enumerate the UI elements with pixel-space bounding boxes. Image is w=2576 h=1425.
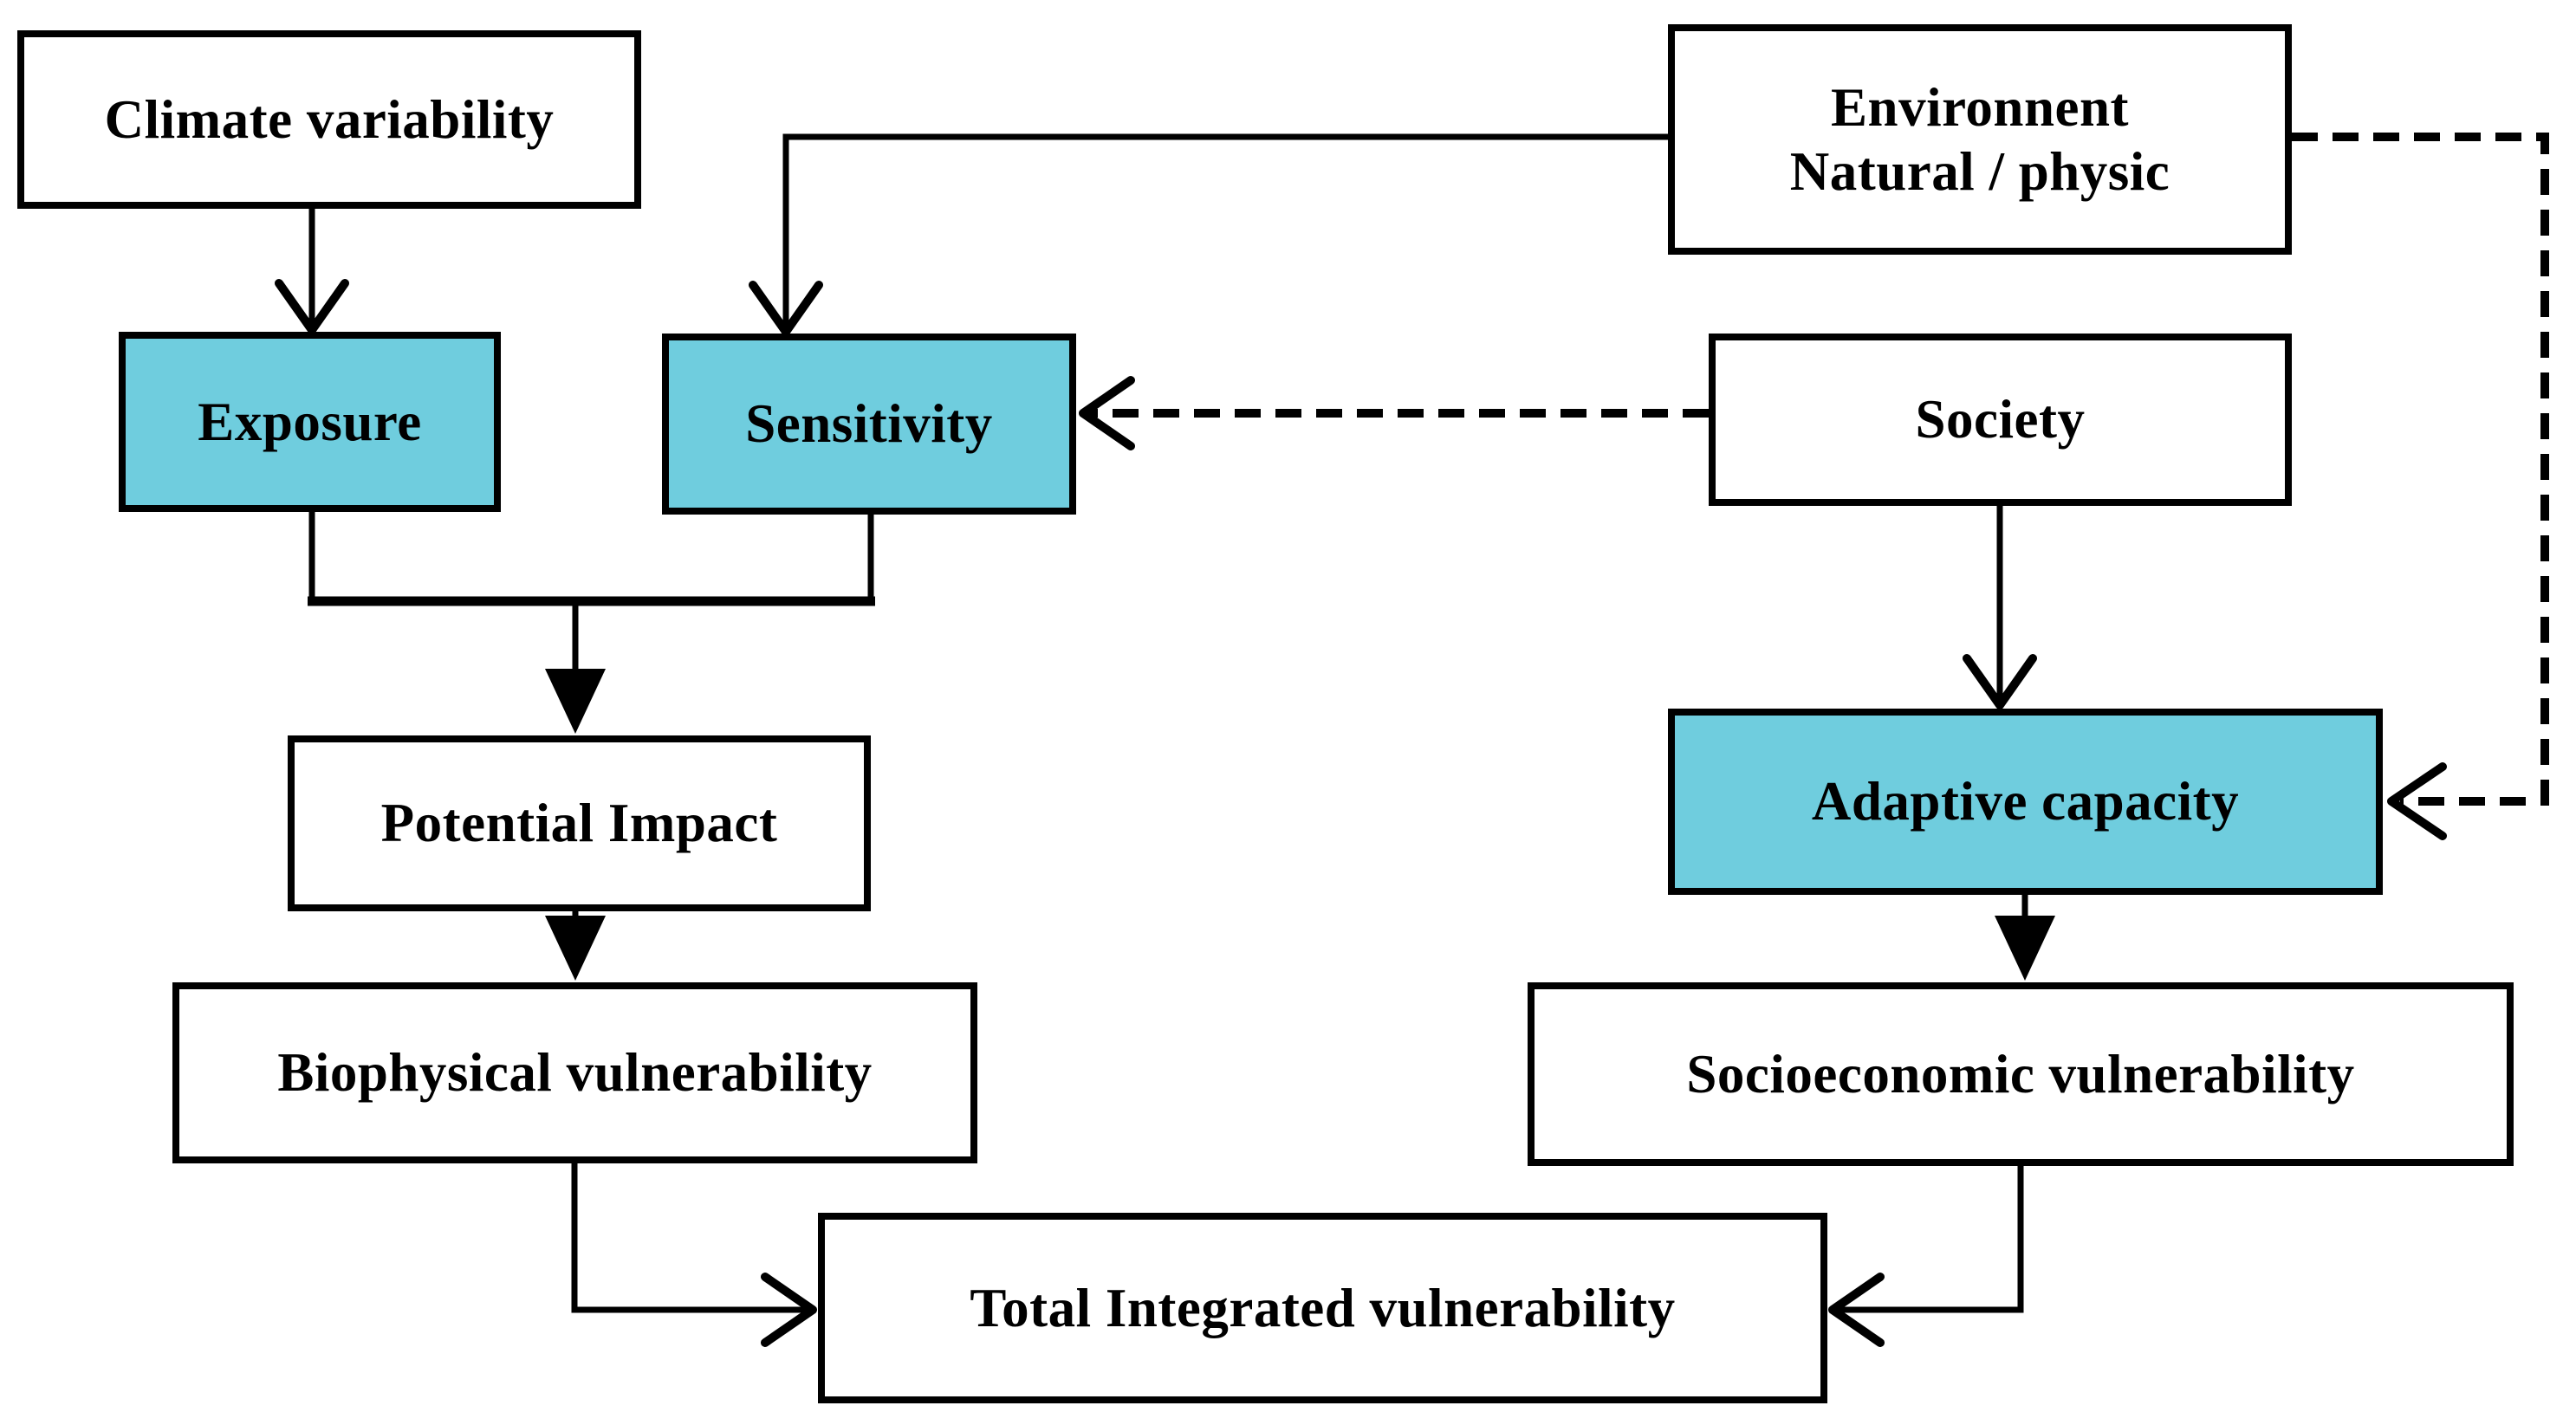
edge-biophysical-to-total: [571, 1163, 817, 1347]
node-sensitivity: Sensitivity: [662, 334, 1076, 515]
node-biophysical-vulnerability: Biophysical vulnerability: [172, 982, 977, 1163]
node-climate-variability: Climate variability: [17, 30, 641, 209]
node-total-integrated-vulnerability-label: Total Integrated vulnerability: [970, 1277, 1676, 1338]
node-socioeconomic-vulnerability-label: Socioeconomic vulnerability: [1686, 1043, 2355, 1104]
edge-society-to-sensitivity: [1079, 376, 1709, 450]
node-total-integrated-vulnerability: Total Integrated vulnerability: [818, 1213, 1827, 1403]
node-biophysical-vulnerability-label: Biophysical vulnerability: [277, 1042, 873, 1104]
node-society: Society: [1709, 334, 2292, 506]
node-potential-impact: Potential Impact: [288, 735, 871, 911]
arrowhead-down-filled-icon: [545, 916, 606, 981]
node-adaptive-capacity-label: Adaptive capacity: [1811, 771, 2240, 832]
arrowhead-left-open-icon: [1079, 376, 1135, 450]
arrowhead-left-open-icon: [2387, 762, 2447, 840]
arrowhead-right-open-icon: [761, 1273, 817, 1347]
node-exposure: Exposure: [119, 332, 501, 512]
edge-environment-to-sensitivity: [749, 133, 1668, 336]
edge-socioeconomic-to-total-line: [1834, 1165, 2024, 1313]
edge-socioeconomic-to-total: [1828, 1165, 2024, 1347]
arrowhead-left-open-icon: [1828, 1273, 1885, 1347]
edge-society-to-adaptive: [1963, 506, 2037, 709]
arrowhead-down-filled-icon: [1995, 916, 2055, 981]
edge-adaptive-to-socioeconomic: [1995, 894, 2055, 981]
edge-potential-to-biophysical: [545, 910, 606, 981]
node-adaptive-capacity: Adaptive capacity: [1668, 709, 2383, 895]
arrowhead-down-open-icon: [749, 281, 823, 336]
edge-environment-to-sensitivity-line: [782, 133, 1668, 330]
arrowhead-down-open-icon: [1963, 654, 2037, 709]
arrowhead-down-filled-icon: [545, 669, 606, 734]
edge-environment-to-adaptive: [2292, 133, 2549, 840]
node-environment-label-line1: Environnent: [1831, 76, 2129, 138]
node-environment-natural-physic: Environnent Natural / physic: [1668, 24, 2292, 255]
node-exposure-label: Exposure: [198, 391, 422, 452]
edge-environment-to-adaptive-dashed-line: [2292, 133, 2549, 806]
node-socioeconomic-vulnerability: Socioeconomic vulnerability: [1528, 982, 2514, 1166]
edge-biophysical-to-total-line: [571, 1163, 811, 1313]
arrowhead-down-open-icon: [275, 279, 349, 334]
node-society-label: Society: [1915, 389, 2086, 450]
node-environment-label-line2: Natural / physic: [1789, 141, 2170, 202]
node-potential-impact-label: Potential Impact: [380, 793, 778, 854]
node-climate-variability-label: Climate variability: [104, 88, 555, 150]
edge-climate-to-exposure: [275, 209, 349, 334]
node-sensitivity-label: Sensitivity: [745, 393, 993, 455]
edge-merge-to-potential-impact: [308, 510, 875, 734]
